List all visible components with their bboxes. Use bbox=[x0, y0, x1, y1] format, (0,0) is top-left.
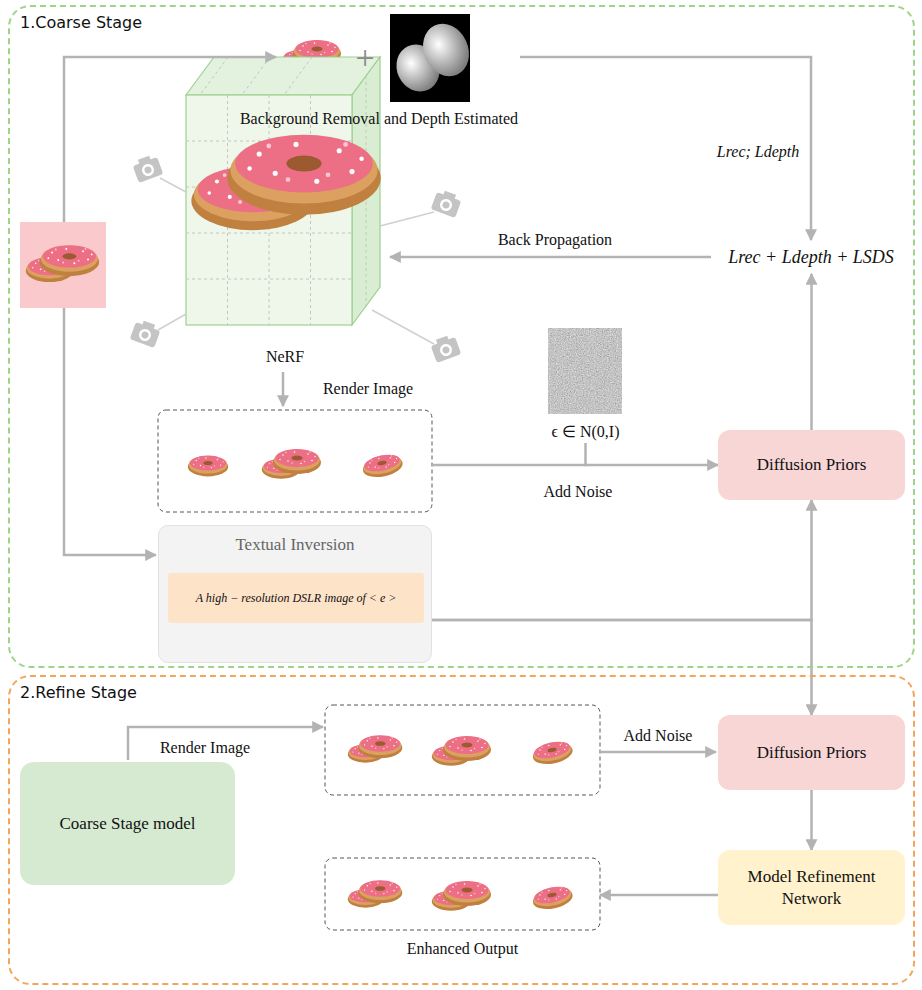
box-text: Diffusion Priors bbox=[757, 454, 867, 475]
donut-picture bbox=[531, 883, 575, 912]
stage-region: 1.Coarse StageBackground Removal and Dep… bbox=[8, 5, 915, 668]
camera-icon-part-part bbox=[436, 336, 449, 345]
process-box: Model Refinement Network bbox=[718, 850, 905, 925]
arrow-label: Render Image bbox=[157, 739, 253, 757]
flow-arrow bbox=[64, 57, 716, 760]
camera-icon-part-part bbox=[141, 331, 150, 340]
box-text: Coarse Stage model bbox=[60, 813, 196, 834]
flow-connector bbox=[432, 500, 812, 620]
stage-title: 1.Coarse Stage bbox=[20, 13, 142, 32]
nerf-cube bbox=[186, 57, 381, 325]
edge-label: Back Propagation bbox=[495, 231, 615, 249]
camera-icon-part-part bbox=[438, 197, 453, 212]
camera-icon-part-part bbox=[140, 162, 155, 177]
stage-region: 2.Refine StageCoarse Stage model Diffusio… bbox=[8, 675, 915, 985]
panel-caption: ϵ ∈ N(0,I) bbox=[551, 422, 619, 441]
camera-icon-part-part bbox=[438, 342, 453, 357]
donut-picture bbox=[432, 736, 491, 766]
loss-formula: Lrec + Ldepth + LSDS bbox=[728, 247, 894, 268]
flow-connector bbox=[520, 57, 811, 240]
preprocess-panel: Background Removal and Depth Estimated bbox=[238, 10, 520, 130]
camera-icon-part-part bbox=[137, 327, 152, 342]
render-box bbox=[325, 705, 600, 795]
donut-picture bbox=[262, 449, 321, 479]
camera-icon-part-part bbox=[142, 321, 155, 330]
input-image bbox=[20, 222, 106, 308]
camera-icon-part bbox=[130, 318, 162, 348]
panel-caption: NeRF bbox=[266, 348, 304, 366]
process-box: Coarse Stage model bbox=[20, 762, 235, 885]
stage-title: 2.Refine Stage bbox=[20, 683, 137, 702]
output-panel: Enhanced Output bbox=[325, 858, 600, 960]
process-box: Diffusion Priors bbox=[718, 430, 905, 500]
arrow-label: Add Noise bbox=[621, 727, 696, 745]
panel-caption: Enhanced Output bbox=[407, 940, 519, 958]
arrow-label: Render Image bbox=[320, 380, 416, 398]
plus-sign: + bbox=[352, 39, 377, 77]
panel-title: Textual Inversion bbox=[235, 535, 354, 555]
nerf-cube-part-part bbox=[284, 57, 312, 95]
output-box bbox=[325, 858, 600, 930]
flow-arrow-part bbox=[64, 57, 276, 222]
arrow-label: Add Noise bbox=[541, 483, 616, 501]
nerf-panel: NeRF bbox=[180, 48, 390, 368]
flow-arrow-part bbox=[128, 727, 323, 760]
donut-picture bbox=[348, 880, 402, 907]
donut-picture bbox=[188, 455, 228, 476]
process-box: Diffusion Priors bbox=[718, 715, 905, 790]
box-text: Model Refinement Network bbox=[732, 866, 891, 909]
noise-image bbox=[548, 328, 622, 414]
camera-icon-part-part bbox=[442, 201, 451, 210]
nerf-cube-part-part bbox=[242, 57, 270, 95]
inversion-panel: Textual Inversion A high − resolution DSL… bbox=[158, 525, 432, 663]
prompt-box: A high − resolution DSLR image of < e > bbox=[168, 573, 424, 623]
flow-connector bbox=[810, 790, 813, 850]
donut-picture bbox=[531, 738, 575, 767]
flow-connector bbox=[810, 274, 813, 430]
camera-icon-part bbox=[429, 333, 461, 363]
donut-picture bbox=[361, 451, 405, 480]
flow-arrow-part bbox=[432, 464, 586, 467]
flow-connector bbox=[586, 443, 719, 465]
box-text: Diffusion Priors bbox=[757, 742, 867, 763]
loss-sum: Lrec + Ldepth + LSDS bbox=[711, 240, 911, 274]
camera-icon-part bbox=[160, 178, 186, 192]
camera-icon-part bbox=[372, 310, 434, 344]
edge-label: Lrec; Ldepth bbox=[714, 143, 803, 161]
nerf-cube-part-part bbox=[200, 57, 228, 95]
nerf-cube-part bbox=[191, 135, 380, 230]
camera-icon-part bbox=[380, 212, 434, 226]
nerf-cube-part-part bbox=[186, 279, 352, 280]
camera-icon-part bbox=[431, 188, 463, 218]
donut-picture bbox=[26, 245, 99, 282]
flow-connector bbox=[390, 256, 711, 259]
donut-picture bbox=[432, 881, 491, 911]
camera-icon-part-part bbox=[443, 191, 456, 200]
nerf-cube-part-part bbox=[186, 233, 352, 234]
camera-icon-part-part bbox=[442, 346, 451, 355]
flow-arrow-part bbox=[600, 751, 716, 754]
panel-caption: Background Removal and Depth Estimated bbox=[240, 110, 518, 128]
flow-arrow-part bbox=[64, 308, 156, 555]
camera-icon-part bbox=[158, 314, 186, 330]
noise-panel: ϵ ∈ N(0,I) bbox=[538, 325, 633, 443]
depth-map bbox=[415, 16, 478, 84]
camera-icon-part-part bbox=[138, 156, 151, 165]
camera-icon-part bbox=[131, 153, 163, 183]
prompt-text: A high − resolution DSLR image of < e > bbox=[196, 591, 397, 606]
flow-connector bbox=[600, 894, 718, 897]
nerf-cube-part bbox=[186, 57, 380, 95]
render-box bbox=[158, 410, 432, 512]
donut-picture bbox=[348, 735, 402, 762]
flow-arrow-part bbox=[282, 372, 285, 406]
camera-icon-part-part bbox=[144, 166, 153, 175]
